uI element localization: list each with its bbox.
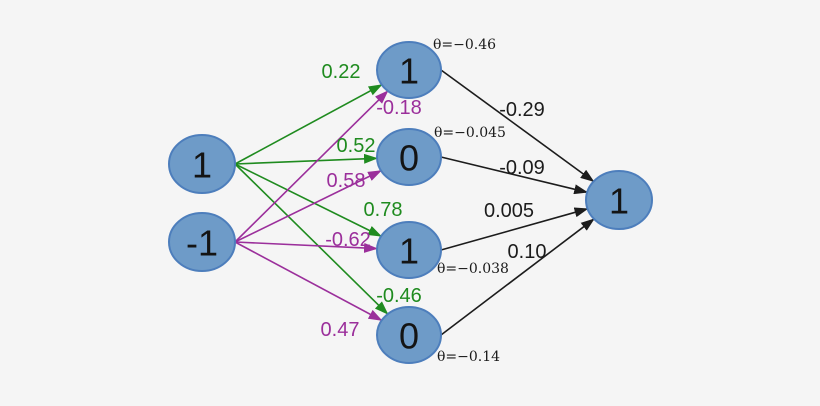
weight-label-hidden-4-output-1: 0.10 (508, 241, 547, 263)
weight-label-hidden-1-output-1: -0.29 (499, 99, 545, 121)
node-output-1 (585, 170, 653, 230)
edge-input-1-hidden-1 (234, 84, 383, 165)
labels-layer: 0.22 0.52 0.78 -0.46 -0.18 0.58 -0.62 0.47 -0.29… (186, 37, 629, 365)
weight-label-input-1-hidden-1: 0.22 (322, 61, 361, 83)
edge-input-1-hidden-4 (234, 163, 389, 315)
edges-layer (234, 69, 595, 336)
edge-hidden-2-output-1 (440, 156, 589, 195)
node-hidden-2 (376, 128, 442, 186)
node-input-2 (168, 212, 236, 272)
nodes-layer (168, 41, 653, 364)
weight-label-input-1-hidden-2: 0.52 (337, 135, 376, 157)
weight-label-input-1-hidden-3: 0.78 (364, 199, 403, 221)
edge-input-2-hidden-2 (234, 169, 382, 243)
node-hidden-4 (376, 306, 442, 364)
weight-label-hidden-2-output-1: -0.09 (499, 157, 545, 179)
theta-label-hidden-3: θ=−0.038 (437, 261, 509, 277)
edge-input-2-hidden-1 (234, 90, 389, 243)
weight-label-input-2-hidden-4: 0.47 (321, 319, 360, 341)
weight-label-input-2-hidden-2: 0.58 (327, 170, 366, 192)
node-hidden-4-value: 0 (399, 316, 419, 357)
weight-label-input-1-hidden-4: -0.46 (376, 285, 422, 307)
edge-input-2-hidden-4 (234, 241, 383, 322)
weight-label-input-2-hidden-3: -0.62 (325, 229, 371, 251)
node-input-1 (168, 134, 236, 194)
node-hidden-3 (376, 221, 442, 279)
weight-label-input-2-hidden-1: -0.18 (376, 97, 422, 119)
weight-label-hidden-3-output-1: 0.005 (484, 200, 534, 222)
node-hidden-2-value: 0 (399, 138, 419, 179)
theta-label-hidden-1: θ=−0.46 (433, 37, 496, 53)
node-hidden-1 (376, 41, 442, 99)
edge-hidden-4-output-1 (440, 218, 595, 336)
theta-label-hidden-2: θ=−0.045 (434, 125, 506, 141)
edge-hidden-1-output-1 (440, 69, 595, 183)
node-input-2-value: -1 (186, 223, 218, 264)
edge-input-1-hidden-3 (234, 163, 383, 237)
node-output-1-value: 1 (609, 181, 629, 222)
edge-input-1-hidden-2 (234, 153, 379, 165)
edge-hidden-3-output-1 (440, 207, 589, 251)
node-hidden-3-value: 1 (399, 231, 419, 272)
node-input-1-value: 1 (192, 145, 212, 186)
theta-label-hidden-4: θ=−0.14 (437, 349, 500, 365)
edge-input-2-hidden-3 (234, 241, 379, 253)
node-hidden-1-value: 1 (399, 51, 419, 92)
